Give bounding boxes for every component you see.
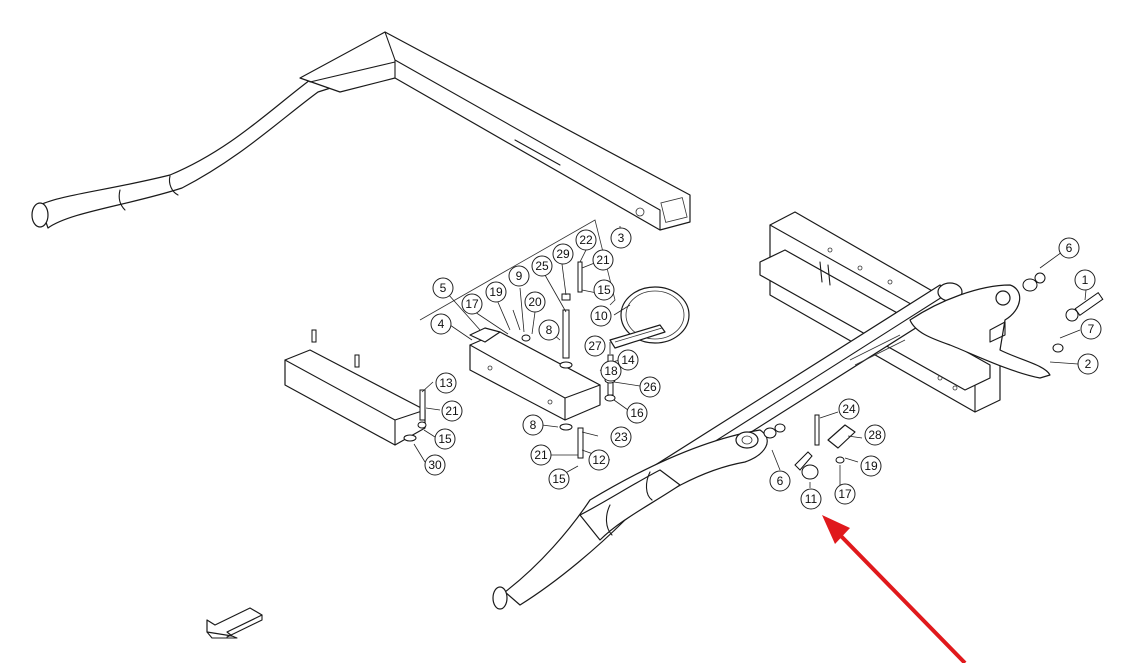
callout-4: 4 xyxy=(430,313,452,335)
svg-text:4: 4 xyxy=(438,317,445,331)
side-plate-part xyxy=(284,329,426,446)
callout-8a: 8 xyxy=(538,319,560,341)
svg-text:7: 7 xyxy=(1088,322,1095,336)
callout-21a: 21 xyxy=(592,249,614,271)
svg-text:21: 21 xyxy=(596,253,610,267)
callout-3: 3 xyxy=(610,227,632,249)
callout-30: 30 xyxy=(424,454,446,476)
svg-text:25: 25 xyxy=(535,259,549,273)
callout-2: 2 xyxy=(1077,353,1099,375)
svg-text:23: 23 xyxy=(614,430,628,444)
svg-text:12: 12 xyxy=(592,453,606,467)
callout-16: 16 xyxy=(626,402,648,424)
svg-text:17: 17 xyxy=(838,487,852,501)
callout-22: 22 xyxy=(575,229,597,251)
svg-text:14: 14 xyxy=(621,353,635,367)
svg-text:26: 26 xyxy=(643,380,657,394)
callout-19a: 19 xyxy=(485,281,507,303)
svg-text:21: 21 xyxy=(534,448,548,462)
callout-25: 25 xyxy=(531,255,553,277)
svg-text:19: 19 xyxy=(864,459,878,473)
svg-text:1: 1 xyxy=(1082,273,1089,287)
callout-10: 10 xyxy=(590,305,612,327)
svg-text:18: 18 xyxy=(604,364,618,378)
callout-27: 27 xyxy=(584,335,606,357)
callout-5: 5 xyxy=(432,277,454,299)
callout-23: 23 xyxy=(610,426,632,448)
svg-text:8: 8 xyxy=(546,323,553,337)
svg-text:16: 16 xyxy=(630,406,644,420)
callout-12: 12 xyxy=(588,449,610,471)
strap-part xyxy=(609,286,690,349)
svg-text:2: 2 xyxy=(1085,357,1092,371)
callout-19b: 19 xyxy=(860,455,882,477)
lower-frame-part xyxy=(492,211,1051,610)
svg-text:13: 13 xyxy=(439,376,453,390)
svg-text:19: 19 xyxy=(489,285,503,299)
svg-text:20: 20 xyxy=(528,295,542,309)
svg-text:27: 27 xyxy=(588,339,602,353)
red-pointer-arrow-icon xyxy=(822,515,967,663)
svg-text:8: 8 xyxy=(530,418,537,432)
svg-text:28: 28 xyxy=(868,428,882,442)
callout-17b: 17 xyxy=(834,483,856,505)
callout-14: 14 xyxy=(617,349,639,371)
callout-15c: 15 xyxy=(548,468,570,490)
callout-21b: 21 xyxy=(441,400,463,422)
callout-28: 28 xyxy=(864,424,886,446)
callout-7: 7 xyxy=(1080,318,1102,340)
svg-text:6: 6 xyxy=(777,474,784,488)
svg-text:6: 6 xyxy=(1066,241,1073,255)
callout-26: 26 xyxy=(639,376,661,398)
callout-15b: 15 xyxy=(434,428,456,450)
callout-21c: 21 xyxy=(530,444,552,466)
callout-15a: 15 xyxy=(593,279,615,301)
svg-text:10: 10 xyxy=(594,309,608,323)
callout-1: 1 xyxy=(1074,269,1096,291)
svg-text:30: 30 xyxy=(428,458,442,472)
svg-text:3: 3 xyxy=(618,231,625,245)
callout-17a: 17 xyxy=(461,293,483,315)
svg-text:29: 29 xyxy=(556,247,570,261)
callout-20: 20 xyxy=(524,291,546,313)
callout-9: 9 xyxy=(508,265,530,287)
callouts-group: 1 2 3 4 5 6 6 7 8 8 9 10 11 12 13 14 15 … xyxy=(424,227,1102,510)
callout-6b: 6 xyxy=(769,470,791,492)
callout-18: 18 xyxy=(600,360,622,382)
svg-text:17: 17 xyxy=(465,297,479,311)
upper-handlebar-part xyxy=(31,31,691,231)
svg-text:15: 15 xyxy=(438,432,452,446)
svg-text:11: 11 xyxy=(805,492,818,506)
svg-text:9: 9 xyxy=(516,269,523,283)
svg-text:5: 5 xyxy=(440,281,447,295)
callout-24: 24 xyxy=(838,398,860,420)
callout-29: 29 xyxy=(552,243,574,265)
callout-13: 13 xyxy=(435,372,457,394)
callout-6a: 6 xyxy=(1058,237,1080,259)
svg-text:24: 24 xyxy=(842,402,856,416)
callout-8b: 8 xyxy=(522,414,544,436)
svg-text:15: 15 xyxy=(597,283,611,297)
svg-text:21: 21 xyxy=(445,404,459,418)
front-direction-arrow-icon xyxy=(206,607,263,639)
svg-text:22: 22 xyxy=(579,233,593,247)
callout-11: 11 xyxy=(800,488,822,510)
svg-text:15: 15 xyxy=(552,472,566,486)
